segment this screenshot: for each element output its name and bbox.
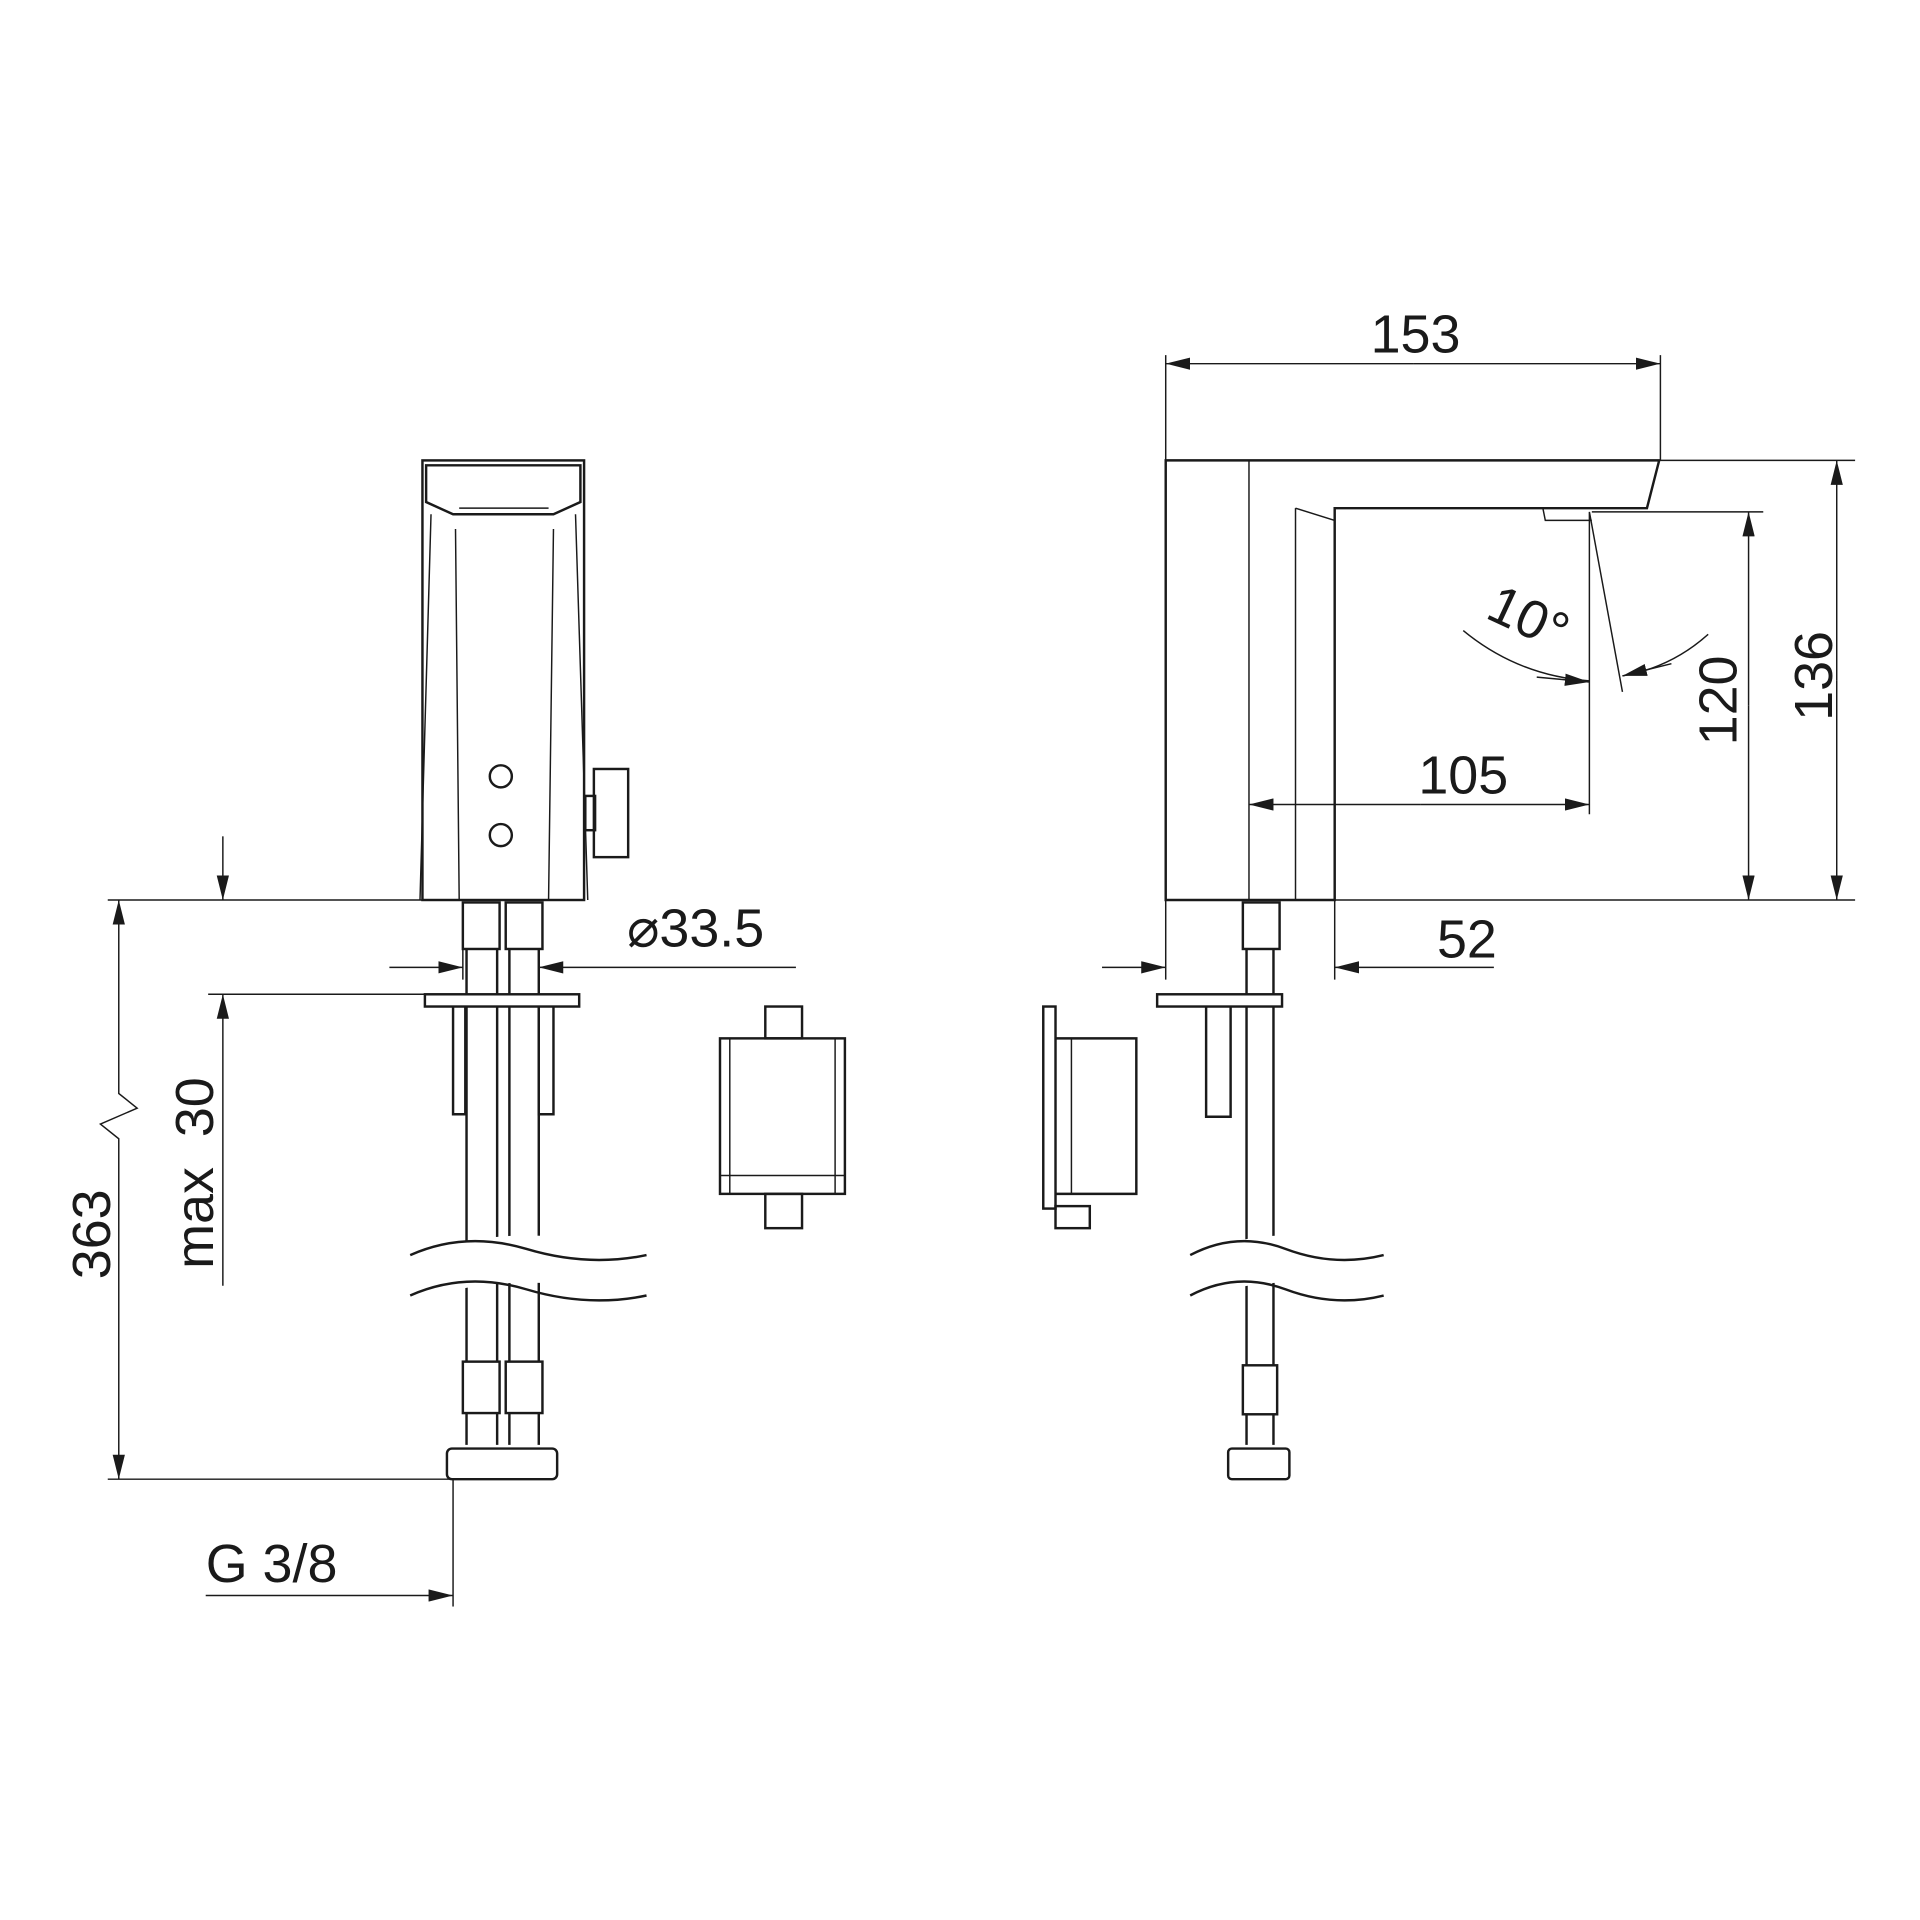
dim-136: 136	[1784, 631, 1844, 721]
dim-52: 52	[1437, 910, 1497, 970]
temperature-knob	[592, 767, 630, 859]
dim-diameter: ⌀33.5	[627, 899, 764, 959]
control-unit-front	[718, 1005, 847, 1230]
dimension-lines	[98, 355, 1856, 1607]
dim-153: 153	[1371, 305, 1461, 365]
dim-120: 120	[1688, 655, 1748, 745]
dimension-labels: 153 136 120 10° 105 52 ⌀33.5 max 30 363 …	[62, 305, 1844, 1594]
dim-angle: 10°	[1479, 574, 1578, 663]
sensor-icon	[488, 764, 514, 789]
sensor-icon	[488, 822, 514, 848]
dim-thread: G 3/8	[206, 1534, 338, 1594]
control-unit-side	[1042, 1005, 1138, 1230]
dim-max-30: max 30	[165, 1077, 225, 1269]
front-view	[404, 459, 649, 1481]
side-view	[1155, 459, 1661, 1481]
dim-363: 363	[62, 1189, 122, 1279]
dim-105: 105	[1418, 745, 1508, 805]
